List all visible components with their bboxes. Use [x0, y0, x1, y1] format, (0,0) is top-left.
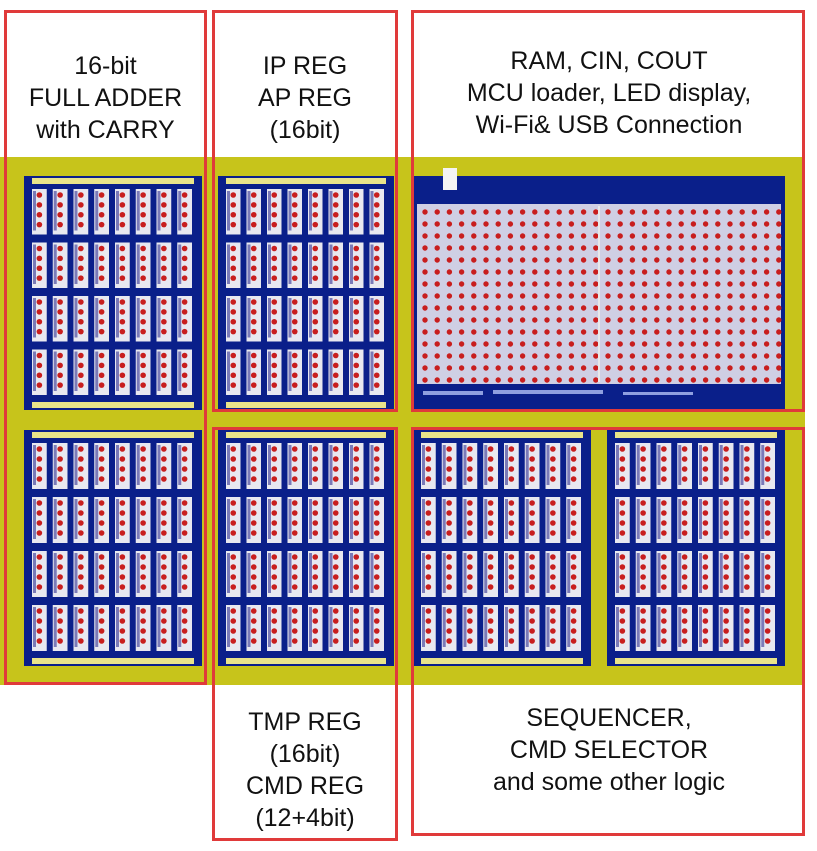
tmp-cmd-label: TMP REG(16bit)CMD REG(12+4bit) [245, 708, 365, 832]
led-display-board [413, 168, 785, 410]
full-adder-board-top [24, 176, 202, 410]
adder-outline [4, 10, 207, 685]
sequencer-outline [411, 427, 805, 836]
tmp-cmd-outline [212, 427, 398, 841]
ip-ap-register-board [218, 176, 394, 410]
full-adder-board-bottom [24, 430, 202, 666]
tmp-cmd-register-board [218, 430, 394, 666]
sequencer-board-right [607, 430, 785, 666]
ram-outline [411, 10, 805, 412]
mcu-module [443, 168, 457, 190]
ip-ap-outline [212, 10, 398, 412]
led-matrix-icon [422, 206, 782, 395]
sequencer-board-left [413, 430, 591, 666]
